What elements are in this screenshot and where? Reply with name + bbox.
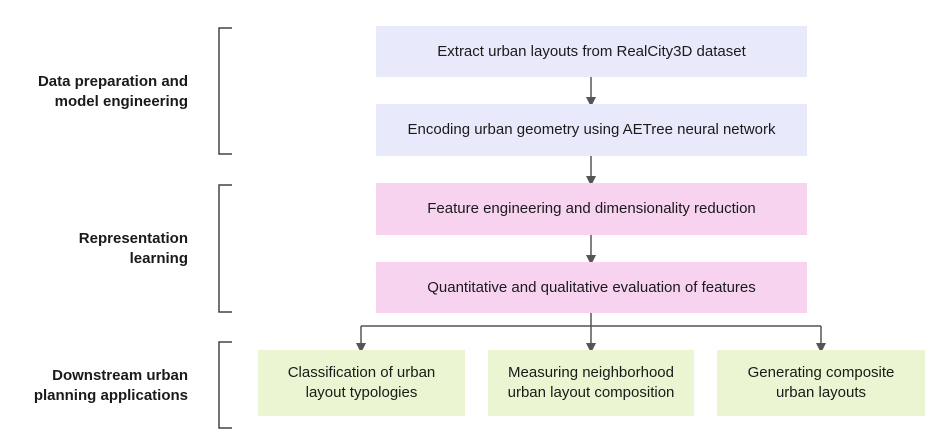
- step-text: Encoding urban geometry using AETree neu…: [407, 121, 776, 138]
- application-neighborhood-composition: Measuring neighborhood urban layout comp…: [488, 350, 694, 416]
- stage-label-line: planning applications: [33, 387, 188, 404]
- application-text-line: Measuring neighborhood: [508, 364, 674, 381]
- stage-label-line: learning: [129, 250, 188, 267]
- application-text-line: urban layouts: [775, 384, 867, 401]
- stage-label-downstream-applications: Downstream urban planning applications: [18, 366, 188, 406]
- bracket-stage-2: [218, 184, 232, 313]
- step-text: Extract urban layouts from RealCity3D da…: [437, 42, 746, 60]
- stage-label-line: Representation: [78, 230, 188, 247]
- stage-label-line: model engineering: [54, 93, 188, 110]
- step-encoding-urban-geometry: Encoding urban geometry using AETree neu…: [376, 104, 807, 156]
- application-text-line: Generating composite: [747, 364, 895, 381]
- stage-label-line: Data preparation and: [37, 73, 188, 90]
- bracket-stage-1: [218, 27, 232, 155]
- step-feature-engineering: Feature engineering and dimensionality r…: [376, 183, 807, 235]
- application-classification: Classification of urban layout typologie…: [258, 350, 465, 416]
- application-text-line: layout typologies: [305, 384, 418, 401]
- step-extract-urban-layouts: Extract urban layouts from RealCity3D da…: [376, 26, 807, 77]
- application-text-line: Classification of urban: [287, 364, 436, 381]
- stage-label-line: Downstream urban: [52, 367, 188, 384]
- step-evaluation-of-features: Quantitative and qualitative evaluation …: [376, 262, 807, 313]
- application-text-line: urban layout composition: [507, 384, 675, 401]
- stage-label-representation-learning: Representation learning: [18, 229, 188, 269]
- step-text: Quantitative and qualitative evaluation …: [427, 278, 756, 296]
- application-composite-layouts: Generating composite urban layouts: [717, 350, 925, 416]
- bracket-stage-3: [218, 341, 232, 429]
- step-text: Feature engineering and dimensionality r…: [427, 200, 756, 217]
- stage-label-data-preparation: Data preparation and model engineering: [18, 72, 188, 112]
